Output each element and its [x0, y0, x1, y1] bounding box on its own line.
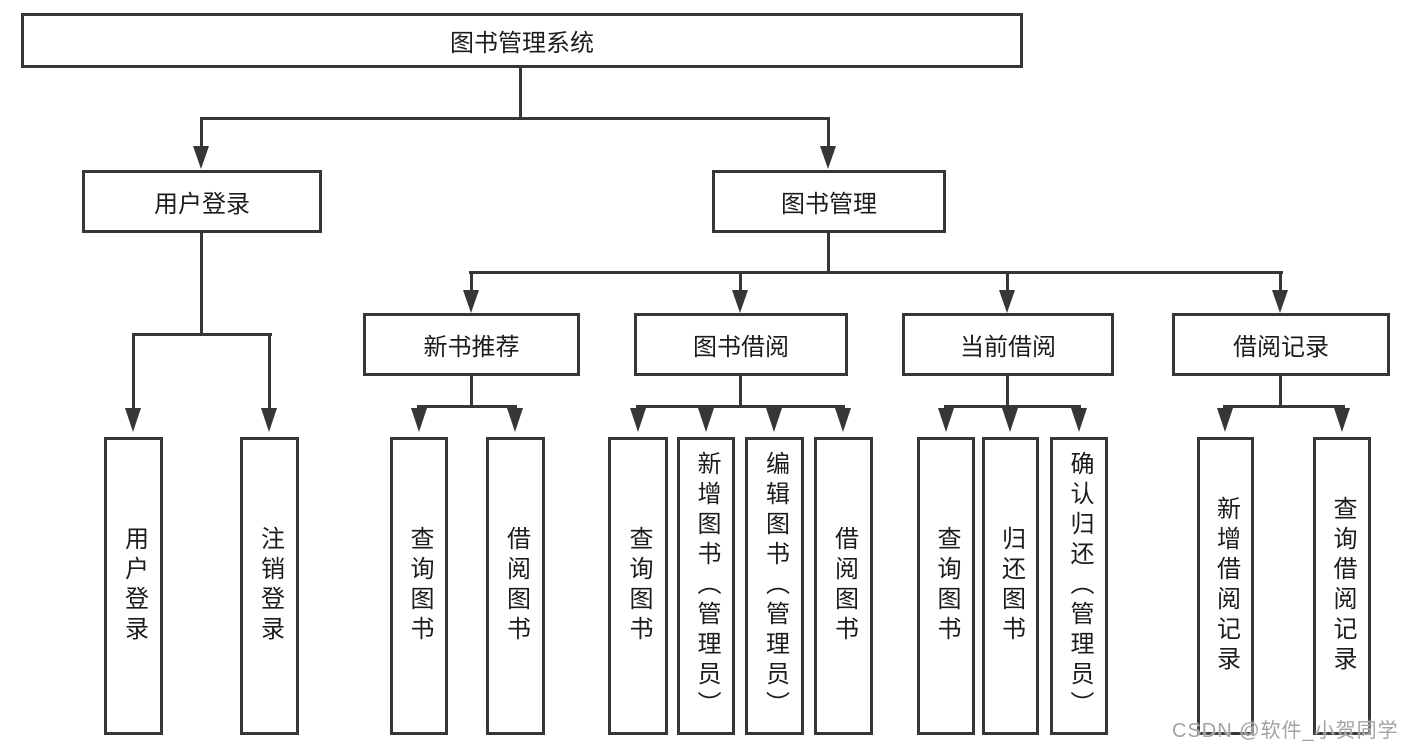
leaf-logout-login-label: 注销登录: [256, 526, 284, 646]
arrowhead-leaf-edit-book: [766, 408, 782, 432]
connector-level2-bus: [469, 271, 1283, 274]
arrowhead-leaf-add-book: [698, 408, 714, 432]
csdn-watermark: CSDN @软件_小贺同学: [1172, 720, 1399, 742]
connector-level1-bus: [200, 117, 830, 120]
leaf-query-book-newrec: 查询图书: [390, 437, 448, 735]
connector-drop-book-borrow: [739, 271, 742, 292]
leaf-edit-book-admin: 编辑图书（管理员）: [745, 437, 804, 735]
connector-user-login-trunk: [200, 233, 203, 334]
node-book-borrow-label: 图书借阅: [693, 334, 789, 361]
connector-borrow-records-trunk: [1279, 376, 1282, 407]
leaf-user-login-label: 用户登录: [120, 526, 148, 646]
arrowhead-leaf-return-book: [1002, 408, 1018, 432]
arrowhead-leaf-query-current: [938, 408, 954, 432]
node-borrow-records: 借阅记录: [1172, 313, 1390, 376]
leaf-return-book: 归还图书: [982, 437, 1039, 735]
arrowhead-leaf-add-record: [1217, 408, 1233, 432]
arrowhead-new-book: [463, 290, 479, 313]
arrowhead-leaf-query-newrec: [411, 408, 427, 432]
arrowhead-book-borrow: [732, 290, 748, 313]
node-book-borrow: 图书借阅: [634, 313, 848, 376]
node-book-management: 图书管理: [712, 170, 946, 233]
node-root: 图书管理系统: [21, 13, 1023, 68]
node-new-book-recommend-label: 新书推荐: [423, 334, 520, 361]
leaf-query-book-current: 查询图书: [917, 437, 975, 735]
leaf-query-borrow-record-label: 查询借阅记录: [1329, 496, 1356, 676]
connector-drop-borrow-records: [1279, 271, 1282, 292]
arrowhead-leaf-confirm-return: [1071, 408, 1087, 432]
arrowhead-leaf-login: [125, 408, 141, 432]
leaf-add-book-admin-label: 新增图书（管理员）: [693, 451, 720, 721]
leaf-borrow-book-label: 借阅图书: [830, 526, 858, 646]
leaf-query-book-current-label: 查询图书: [933, 526, 960, 646]
leaf-user-login: 用户登录: [104, 437, 163, 735]
node-borrow-records-label: 借阅记录: [1233, 334, 1329, 361]
arrowhead-leaf-borrow-newrec: [507, 408, 523, 432]
leaf-add-borrow-record-label: 新增借阅记录: [1212, 496, 1240, 676]
node-root-label: 图书管理系统: [450, 30, 594, 57]
arrowhead-leaf-query-borrow: [630, 408, 646, 432]
connector-drop-leaf-logout: [268, 333, 271, 410]
connector-new-book-bus: [417, 405, 517, 408]
leaf-confirm-return-admin-label: 确认归还（管理员）: [1066, 451, 1093, 721]
connector-borrow-records-bus: [1223, 405, 1345, 408]
connector-new-book-trunk: [470, 376, 473, 408]
node-current-borrow-label: 当前借阅: [960, 334, 1056, 361]
arrowhead-book-management: [820, 146, 836, 169]
node-user-login: 用户登录: [82, 170, 322, 233]
connector-current-borrow-bus: [944, 405, 1081, 408]
connector-book-borrow-trunk: [739, 376, 742, 408]
arrowhead-leaf-query-record: [1334, 408, 1350, 432]
node-current-borrow: 当前借阅: [902, 313, 1114, 376]
node-user-login-label: 用户登录: [154, 191, 250, 218]
connector-drop-leaf-login: [132, 333, 135, 410]
leaf-add-book-admin: 新增图书（管理员）: [677, 437, 735, 735]
connector-book-management-trunk: [827, 233, 830, 274]
leaf-query-book-borrow: 查询图书: [608, 437, 668, 735]
arrowhead-current-borrow: [999, 290, 1015, 313]
leaf-confirm-return-admin: 确认归还（管理员）: [1050, 437, 1108, 735]
connector-drop-user-login: [200, 117, 203, 148]
leaf-query-borrow-record: 查询借阅记录: [1313, 437, 1371, 735]
leaf-query-book-borrow-label: 查询图书: [625, 526, 652, 646]
connector-drop-book-management: [827, 117, 830, 148]
leaf-return-book-label: 归还图书: [997, 526, 1025, 646]
leaf-edit-book-admin-label: 编辑图书（管理员）: [761, 451, 789, 721]
connector-drop-current-borrow: [1006, 271, 1009, 292]
arrowhead-leaf-borrow-book: [835, 408, 851, 432]
node-new-book-recommend: 新书推荐: [363, 313, 580, 376]
arrowhead-user-login: [193, 146, 209, 169]
leaf-borrow-book-newrec-label: 借阅图书: [502, 526, 530, 646]
connector-drop-new-book: [470, 271, 473, 292]
connector-root-trunk: [519, 68, 522, 118]
leaf-query-book-newrec-label: 查询图书: [406, 526, 433, 646]
connector-current-borrow-trunk: [1006, 376, 1009, 408]
node-book-management-label: 图书管理: [781, 191, 877, 218]
leaf-add-borrow-record: 新增借阅记录: [1197, 437, 1254, 735]
arrowhead-leaf-logout: [261, 408, 277, 432]
arrowhead-borrow-records: [1272, 290, 1288, 313]
leaf-borrow-book: 借阅图书: [814, 437, 873, 735]
leaf-logout-login: 注销登录: [240, 437, 299, 735]
connector-user-login-bus: [132, 333, 272, 336]
connector-book-borrow-bus: [636, 405, 845, 408]
leaf-borrow-book-newrec: 借阅图书: [486, 437, 545, 735]
